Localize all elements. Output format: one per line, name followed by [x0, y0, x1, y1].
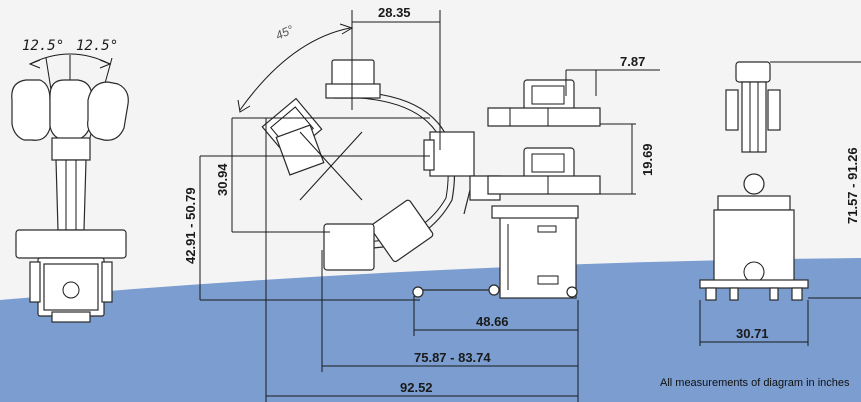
dim-base-length: 48.66 — [476, 314, 509, 329]
side-view — [199, 10, 660, 402]
dim-height-range: 42.91 - 50.79 — [183, 187, 198, 264]
dim-monitor-offset: 7.87 — [620, 54, 645, 69]
angle-45-label: 45° — [273, 22, 296, 42]
dim-overall-height: 71.57 - 91.26 — [845, 147, 860, 224]
angle-right-label: 12.5° — [76, 38, 118, 54]
dim-monitor-height: 19.69 — [640, 143, 655, 176]
dim-reach-range: 75.87 - 83.74 — [414, 350, 491, 365]
dim-overall-length: 92.52 — [400, 380, 433, 395]
front-view — [699, 61, 861, 346]
angle-left-label: 12.5° — [22, 38, 64, 54]
units-note: All measurements of diagram in inches — [660, 377, 850, 389]
monitor-lower — [487, 147, 601, 195]
rotation-arc — [239, 27, 351, 111]
top-view — [11, 53, 129, 323]
dim-c-arm-depth: 28.35 — [378, 5, 411, 20]
dim-width: 30.71 — [736, 326, 769, 341]
monitor-upper — [487, 79, 601, 127]
dim-rotation-span: 30.94 — [215, 163, 230, 196]
